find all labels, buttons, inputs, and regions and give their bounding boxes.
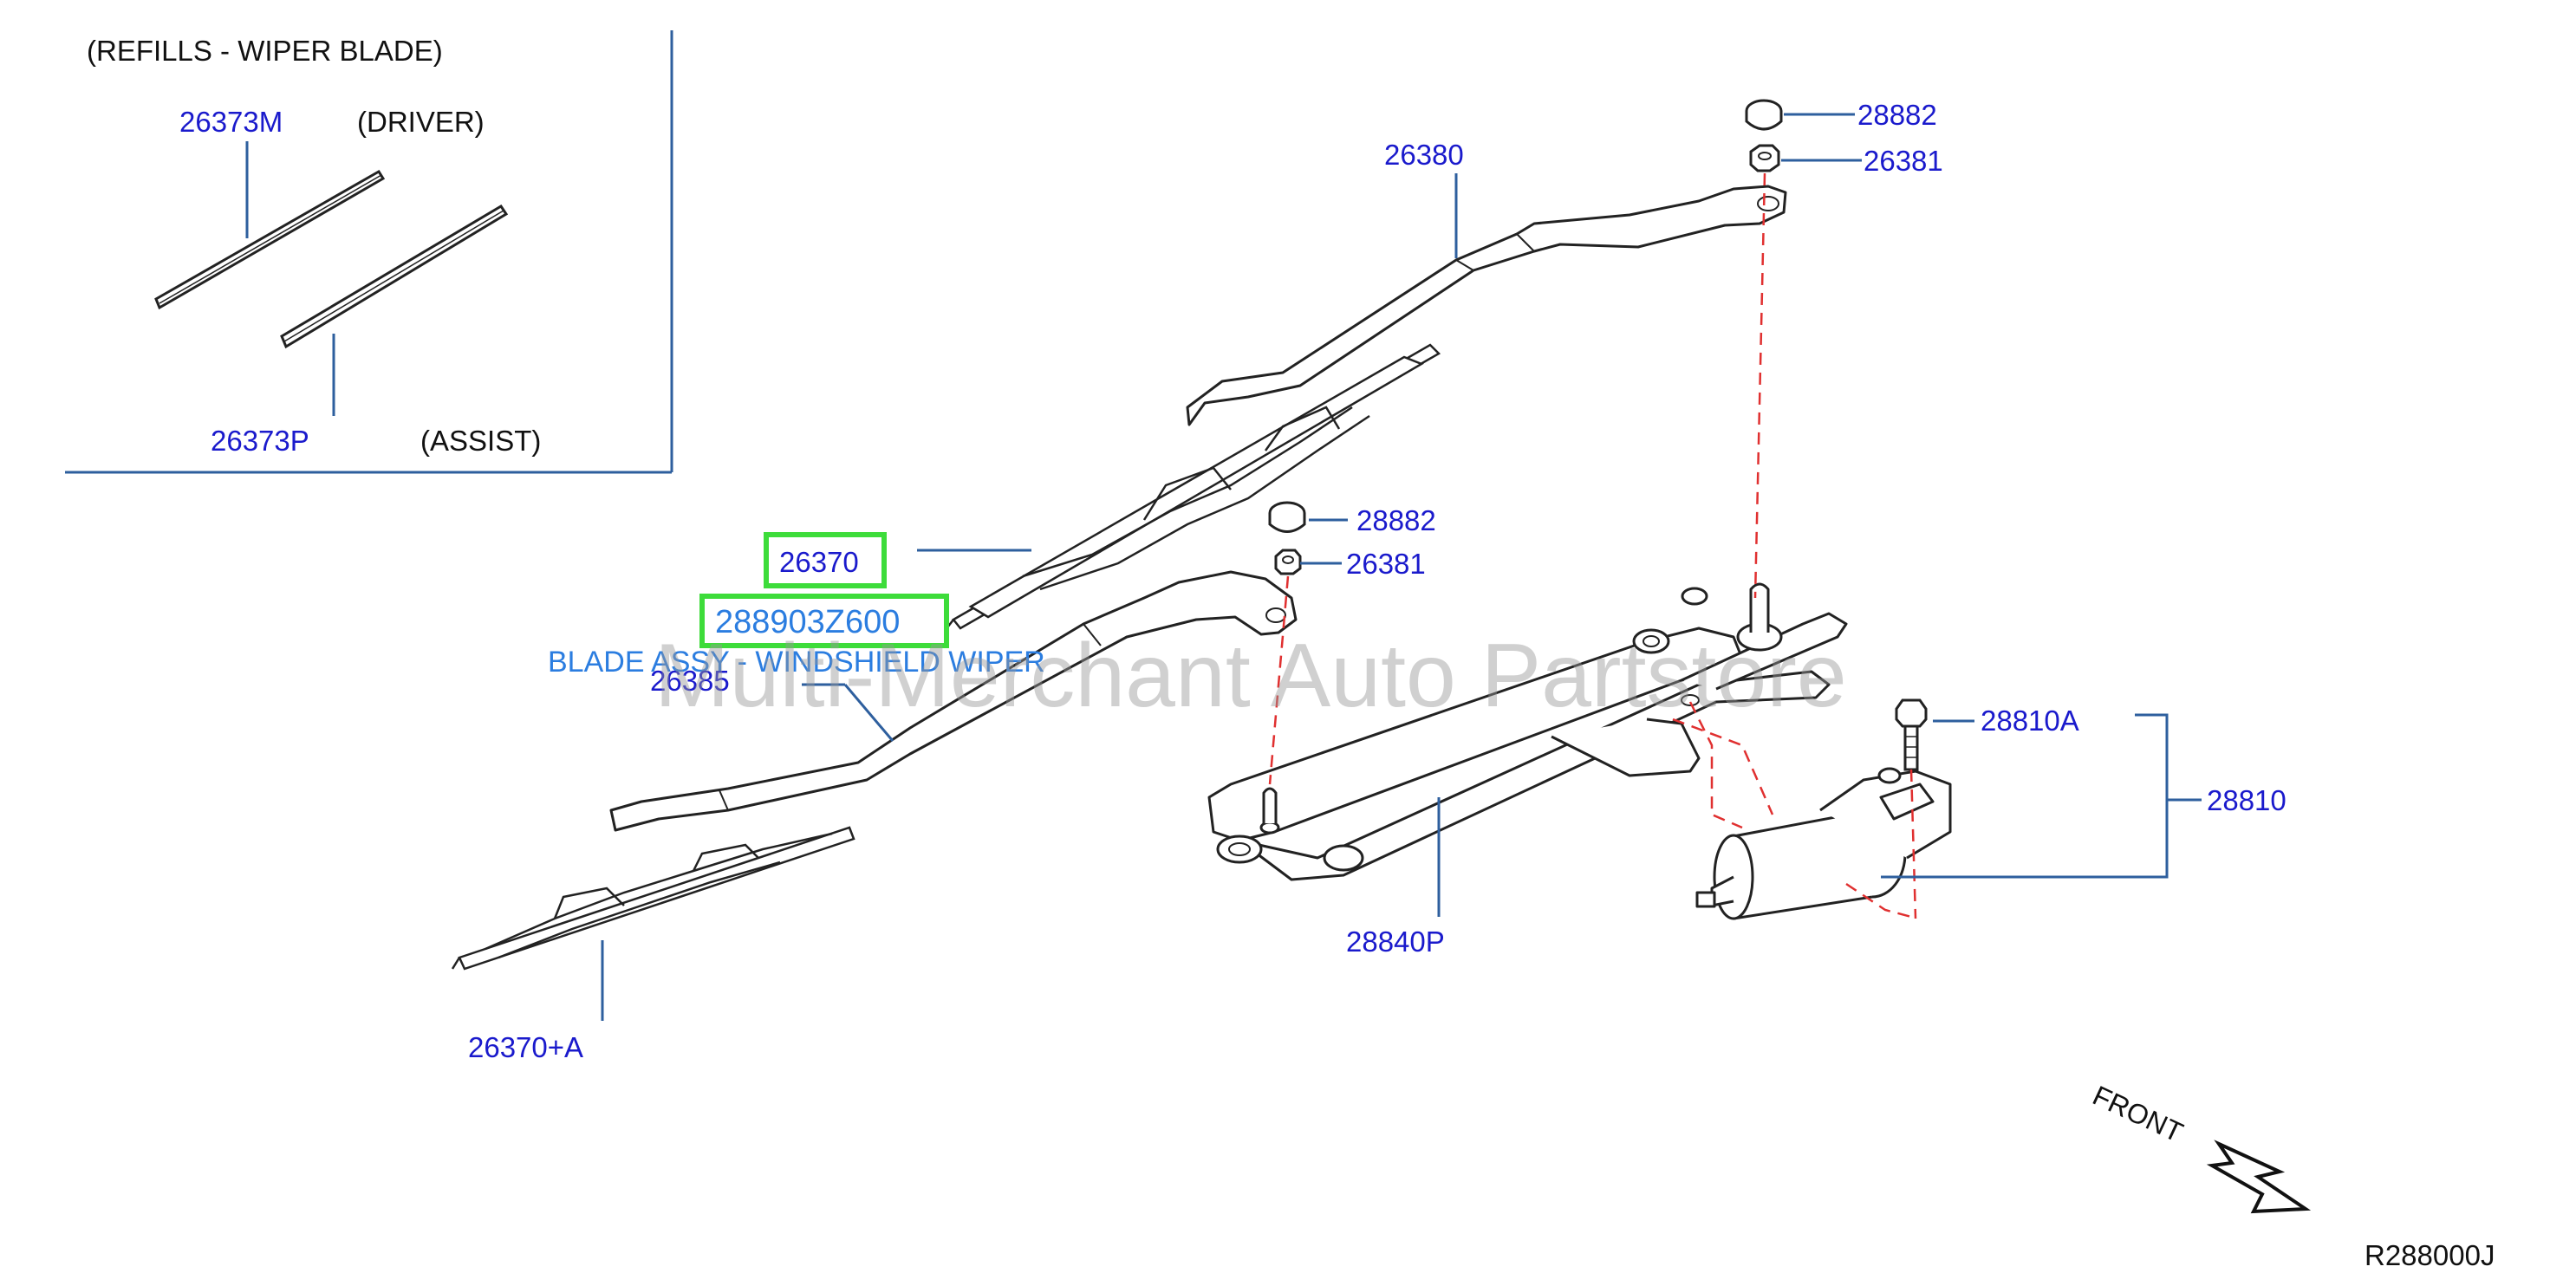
part-number-26370a[interactable]: 26370+A [468,1031,583,1063]
part-number-26381-top[interactable]: 26381 [1864,145,1943,177]
wiper-motor-28810 [1695,767,1952,920]
assist-label: (ASSIST) [420,425,541,457]
assist-refill-strip [280,204,509,349]
refills-inset: (REFILLS - WIPER BLADE) 26373M (DRIVER) … [65,30,673,474]
front-label: FRONT [2088,1080,2188,1148]
wiper-blade-26370a [451,826,855,971]
driver-refill-strip [154,169,386,310]
leader-lines [601,113,2202,1021]
part-number-28840p[interactable]: 28840P [1346,926,1445,958]
diagram-code: R288000J [2365,1239,2495,1271]
part-number-26373p[interactable]: 26373P [211,425,309,457]
nut-26381-top [1749,144,1780,172]
part-number-26373m[interactable]: 26373M [179,106,283,138]
part-number-288903z600[interactable]: 288903Z600 [715,604,900,640]
part-number-28810[interactable]: 28810 [2207,784,2287,816]
blade-assy-description-link[interactable]: BLADE ASSY - WINDSHIELD WIPER [548,646,1045,679]
part-number-26385[interactable]: 26385 [650,665,730,697]
part-number-28810a[interactable]: 28810A [1981,705,2079,737]
highlight-box-288903z600 [699,594,949,648]
wiper-blade-26370 [944,343,1441,632]
part-number-28882-mid[interactable]: 28882 [1356,504,1436,536]
front-indicator: FRONT [2088,1080,2312,1214]
wiper-arm-26380 [1186,185,1787,426]
watermark: Multi-Merchant Auto Partstore [654,626,1847,726]
bolt-28810a [1895,698,1928,771]
phantom-lines [1268,172,1917,919]
driver-label: (DRIVER) [357,106,485,138]
nut-26381-mid [1274,549,1302,575]
highlight-box-26370 [764,532,887,588]
part-number-26381-mid[interactable]: 26381 [1346,548,1426,580]
front-arrow-icon [2206,1140,2312,1214]
part-number-26380[interactable]: 26380 [1384,139,1464,171]
part-number-28882-top[interactable]: 28882 [1857,99,1937,131]
cap-28882-mid [1268,501,1306,533]
linkage-28840p [1207,582,1848,881]
cap-28882-top [1745,99,1783,131]
inset-title: (REFILLS - WIPER BLADE) [87,35,443,67]
part-number-26370[interactable]: 26370 [779,546,859,578]
